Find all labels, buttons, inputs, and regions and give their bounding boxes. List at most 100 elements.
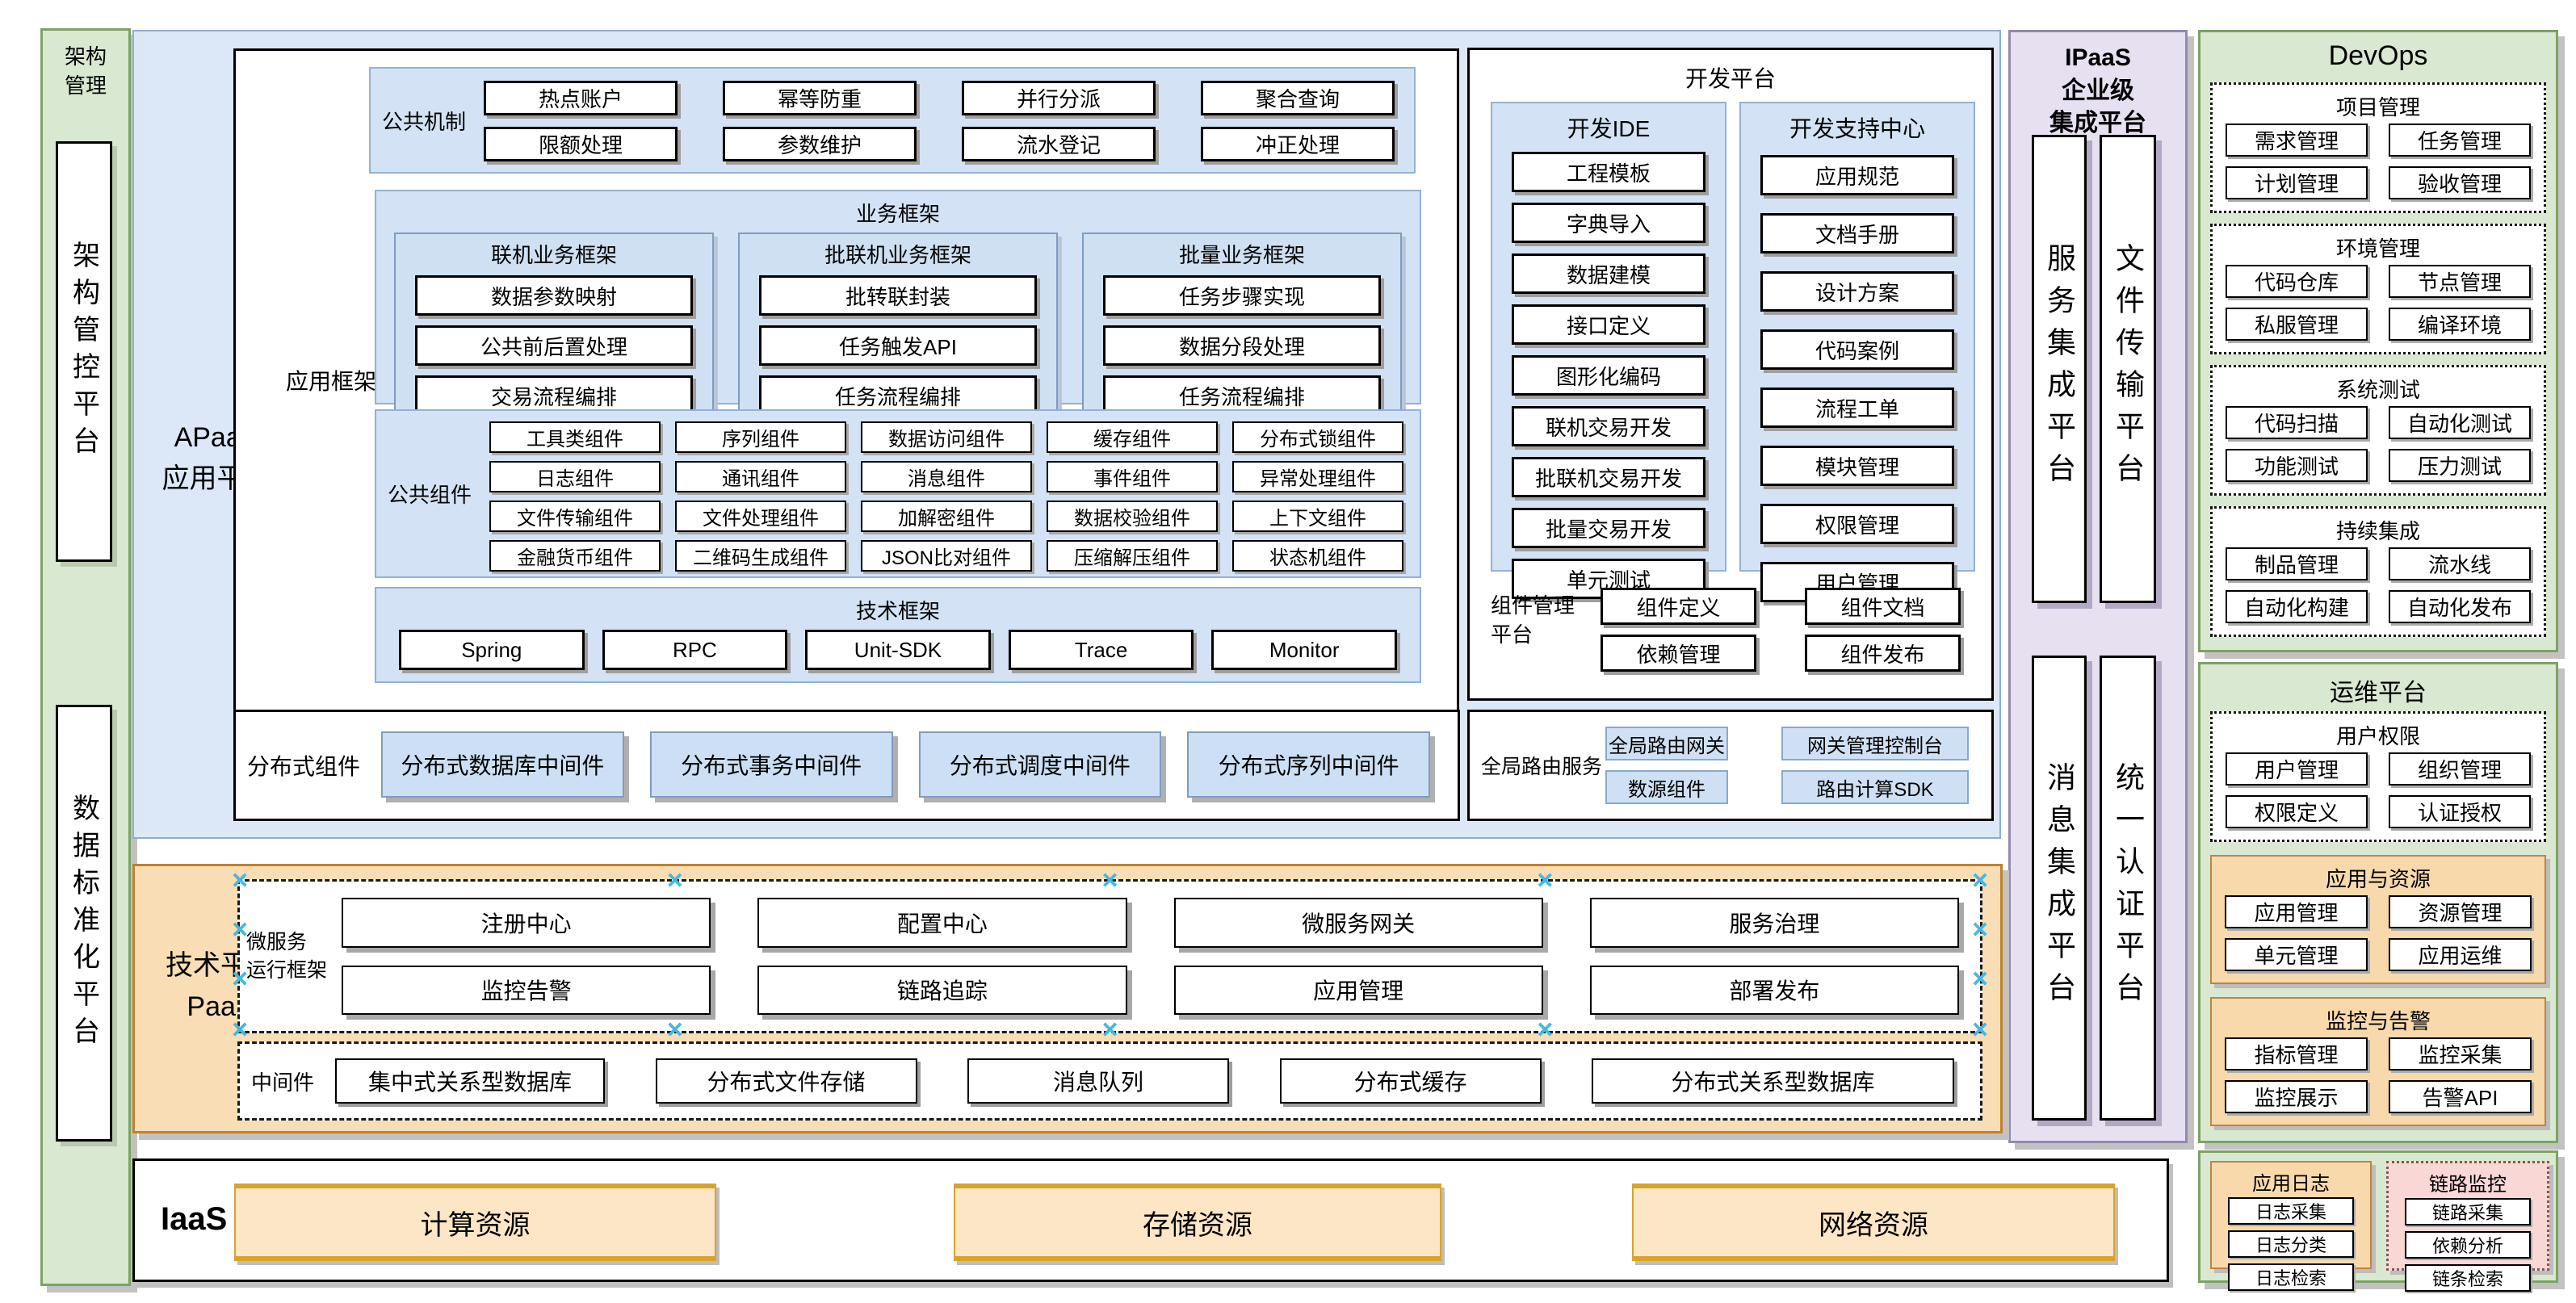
- global-routing-label: 全局路由服务: [1481, 756, 1603, 778]
- dev-support-panel: 开发支持中心 应用规范 文档手册 设计方案 代码案例 流程工单 模块管理 权限管…: [1739, 102, 1975, 602]
- component-box: 日志组件: [489, 461, 661, 492]
- app-resource-section: 应用与资源 应用管理 资源管理 单元管理 应用运维: [2210, 855, 2546, 984]
- section-item: 计划管理: [2226, 166, 2368, 199]
- dev-ide-panel: 开发IDE 工程模板 字典导入 数据建模 接口定义 图形化编码 联机交易开发 批…: [1491, 102, 1726, 599]
- component-box: JSON比对组件: [861, 540, 1032, 572]
- project-mgmt-section: 项目管理 需求管理 任务管理 计划管理 验收管理: [2210, 82, 2546, 213]
- devops-title: DevOps: [2328, 40, 2428, 71]
- section-item: 组织管理: [2389, 752, 2531, 786]
- section-title: 环境管理: [2335, 237, 2420, 261]
- section-item: 应用管理: [2225, 895, 2368, 928]
- selection-handle-icon: [1972, 866, 1988, 894]
- component-box: 状态机组件: [1232, 540, 1403, 572]
- section-item: 需求管理: [2226, 124, 2368, 157]
- component-box: 文件处理组件: [675, 501, 846, 532]
- ipaas-title-line: 企业级: [2062, 77, 2134, 104]
- section-item: 自动化发布: [2389, 590, 2531, 623]
- application-frame: 应用框架 公共机制 热点账户 幂等防重 并行分派 聚合查询 限额处理 参数维护 …: [233, 48, 1459, 717]
- microservice-box: 微服务网关: [1173, 898, 1543, 948]
- app-log-item: 日志检索: [2228, 1263, 2354, 1291]
- component-box: 缓存组件: [1047, 421, 1218, 453]
- bar-label: 文件传输平台: [2112, 243, 2145, 495]
- routing-box: 全局路由网关: [1605, 727, 1728, 760]
- bar-label: 消息集成平台: [2043, 762, 2076, 1014]
- section-title: 监控与告警: [2325, 1009, 2431, 1033]
- section-item: 验收管理: [2389, 166, 2531, 199]
- support-item: 应用规范: [1760, 155, 1954, 195]
- apaas-panel: APaaS 应用平台 应用框架 公共机制 热点账户 幂等防重 并行分派 聚合查询…: [132, 30, 2001, 839]
- mechanism-box: 冲正处理: [1201, 127, 1395, 161]
- ide-item: 数据建模: [1512, 253, 1705, 294]
- distributed-box: 分布式序列中间件: [1187, 731, 1430, 798]
- selection-handle-icon: [1972, 965, 1988, 992]
- ipaas-title-line: 集成平台: [2049, 110, 2146, 136]
- microservice-box: 注册中心: [342, 898, 711, 948]
- microservice-grid: 注册中心 配置中心 微服务网关 服务治理 监控告警 链路追踪 应用管理 部署发布: [342, 898, 1959, 1015]
- label-line: 运行框架: [246, 959, 328, 982]
- group-item: 数据参数映射: [415, 275, 693, 316]
- group-item: 公共前后置处理: [415, 325, 693, 366]
- group-title: 联机业务框架: [490, 243, 617, 267]
- microservice-runtime-frame: 微服务 运行框架 注册中心 配置中心 微服务网关 服务治理 监控告警 链路追踪 …: [237, 879, 1982, 1033]
- global-routing-grid: 全局路由网关 网关管理控制台 数源组件 路由计算SDK: [1605, 727, 1969, 804]
- monitor-alert-section: 监控与告警 指标管理 监控采集 监控展示 告警API: [2210, 997, 2546, 1126]
- support-item: 代码案例: [1760, 329, 1954, 370]
- dev-ide-list: 工程模板 字典导入 数据建模 接口定义 图形化编码 联机交易开发 批联机交易开发…: [1492, 149, 1725, 599]
- support-item: 模块管理: [1760, 446, 1954, 486]
- env-mgmt-section: 环境管理 代码仓库 节点管理 私服管理 编译环境: [2210, 224, 2546, 354]
- ops-body: 用户权限 用户管理 组织管理 权限定义 认证授权 应用与资源 应用管理 资源管理…: [2210, 711, 2546, 1126]
- selection-handle-icon: [667, 866, 683, 894]
- tech-box: Spring: [399, 630, 585, 670]
- middleware-frame: 中间件 集中式关系型数据库 分布式文件存储 消息队列 分布式缓存 分布式关系型数…: [237, 1041, 1982, 1121]
- common-mechanisms-panel: 公共机制 热点账户 幂等防重 并行分派 聚合查询 限额处理 参数维护 流水登记 …: [369, 67, 1416, 174]
- group-item: 任务步骤实现: [1103, 275, 1381, 316]
- mechanism-box: 流水登记: [962, 127, 1156, 161]
- section-item: 任务管理: [2389, 124, 2531, 157]
- selection-handle-icon: [1537, 866, 1553, 894]
- business-framework-panel: 业务框架 联机业务框架 数据参数映射 公共前后置处理 交易流程编排 批联机业务框…: [375, 190, 1421, 429]
- ipaas-panel: IPaaS 企业级 集成平台 服务集成平台 文件传输平台 消息集成平台 统一认证…: [2008, 30, 2188, 1143]
- tech-framework-row: Spring RPC Unit-SDK Trace Monitor: [376, 625, 1420, 670]
- ide-item: 批量交易开发: [1512, 508, 1705, 548]
- service-integration-bar: 服务集成平台: [2032, 135, 2087, 603]
- mechanism-box: 幂等防重: [723, 81, 917, 115]
- selection-handle-icon: [1102, 866, 1118, 894]
- selection-handle-icon: [232, 1016, 248, 1043]
- support-item: 文档手册: [1760, 213, 1954, 253]
- common-mechanisms-grid: 热点账户 幂等防重 并行分派 聚合查询 限额处理 参数维护 流水登记 冲正处理: [484, 81, 1395, 161]
- support-item: 权限管理: [1760, 504, 1954, 544]
- component-mgmt-label: 组件管理 平台: [1491, 591, 1591, 650]
- distributed-components-label: 分布式组件: [247, 754, 361, 779]
- middleware-label: 中间件: [251, 1070, 315, 1095]
- microservice-box: 部署发布: [1589, 965, 1959, 1015]
- section-title: 用户权限: [2335, 724, 2420, 748]
- app-frame-label: 应用框架: [286, 369, 377, 394]
- section-grid: 制品管理 流水线 自动化构建 自动化发布: [2226, 547, 2531, 623]
- storage-resource-box: 存储资源: [954, 1184, 1441, 1261]
- app-log-item: 日志采集: [2228, 1197, 2354, 1225]
- section-item: 认证授权: [2389, 795, 2531, 828]
- batch-business-group: 批量业务框架 任务步骤实现 数据分段处理 任务流程编排: [1082, 233, 1402, 429]
- app-log-title: 应用日志: [2252, 1173, 2330, 1195]
- section-item: 用户管理: [2226, 752, 2368, 786]
- iaas-frame: IaaS 计算资源 存储资源 网络资源: [132, 1158, 2169, 1282]
- component-box: 金融货币组件: [489, 540, 661, 572]
- component-box: 消息组件: [861, 461, 1032, 492]
- bar-label: 服务集成平台: [2043, 243, 2076, 495]
- architecture-mgmt-title: 架构 管理: [43, 31, 128, 101]
- section-item: 流水线: [2389, 547, 2531, 580]
- section-grid: 用户管理 组织管理 权限定义 认证授权: [2226, 752, 2531, 828]
- group-item: 任务流程编排: [759, 375, 1037, 416]
- section-item: 监控展示: [2225, 1080, 2368, 1113]
- mechanism-box: 限额处理: [484, 127, 678, 161]
- section-item: 资源管理: [2389, 895, 2532, 928]
- label-line: 平台: [1491, 622, 1533, 647]
- ide-item: 字典导入: [1512, 203, 1705, 243]
- section-item: 单元管理: [2225, 938, 2368, 971]
- tech-box: Monitor: [1211, 630, 1397, 670]
- app-log-item: 日志分类: [2228, 1230, 2354, 1258]
- compute-resource-box: 计算资源: [234, 1184, 716, 1261]
- mechanism-box: 并行分派: [962, 81, 1156, 115]
- ci-section: 持续集成 制品管理 流水线 自动化构建 自动化发布: [2210, 506, 2546, 637]
